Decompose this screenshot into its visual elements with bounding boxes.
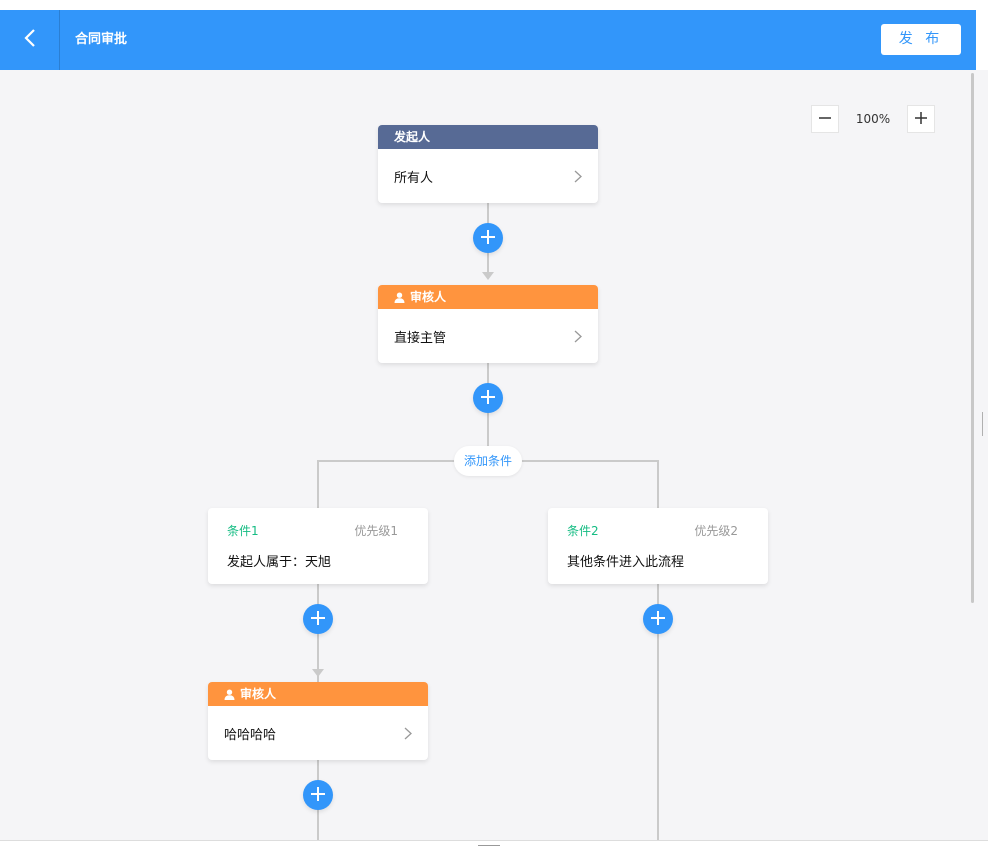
approver-node-content: 哈哈哈哈 <box>224 727 277 743</box>
plus-icon <box>311 786 325 805</box>
plus-icon <box>651 610 665 629</box>
header-bar: 合同审批 发 布 <box>0 10 976 70</box>
add-node-button[interactable] <box>303 780 333 810</box>
plus-icon <box>481 389 495 408</box>
chevron-right-icon <box>574 330 582 343</box>
chevron-left-icon <box>23 28 37 52</box>
minus-icon <box>818 110 832 129</box>
chevron-right-icon <box>574 170 582 183</box>
arrow-down-icon <box>482 272 494 280</box>
plus-icon <box>914 110 928 129</box>
user-icon <box>224 689 235 700</box>
condition-title: 条件2 <box>567 524 599 538</box>
add-condition-button[interactable]: 添加条件 <box>454 446 522 476</box>
vertical-scrollbar-track[interactable] <box>976 70 988 840</box>
zoom-level: 100% <box>855 112 891 126</box>
approver-node-header: 审核人 <box>410 290 447 304</box>
resize-handle[interactable] <box>982 412 988 436</box>
approver-node-header: 审核人 <box>240 687 277 701</box>
add-node-button[interactable] <box>473 223 503 253</box>
add-node-button[interactable] <box>473 383 503 413</box>
publish-button[interactable]: 发 布 <box>881 24 961 55</box>
start-node[interactable]: 发起人 所有人 <box>378 125 598 203</box>
condition-priority: 优先级1 <box>354 524 398 538</box>
branch-line-right <box>657 460 659 840</box>
add-node-button[interactable] <box>303 604 333 634</box>
flow-canvas: 100% 发起人 所有人 审核人 <box>0 70 976 840</box>
plus-icon <box>311 610 325 629</box>
zoom-in-button[interactable] <box>907 105 935 133</box>
approver-node[interactable]: 审核人 哈哈哈哈 <box>208 682 428 760</box>
bottom-resize-handle[interactable] <box>478 845 500 849</box>
condition-content: 其他条件进入此流程 <box>567 555 685 570</box>
vertical-scrollbar-thumb[interactable] <box>971 73 974 603</box>
window-top-strip <box>0 0 988 10</box>
arrow-down-icon <box>312 669 324 677</box>
condition-content: 发起人属于：天旭 <box>227 555 332 570</box>
condition-node[interactable]: 条件2 优先级2 其他条件进入此流程 <box>548 508 768 584</box>
back-button[interactable] <box>0 10 60 70</box>
approver-node[interactable]: 审核人 直接主管 <box>378 285 598 363</box>
page-title: 合同审批 <box>75 32 128 47</box>
bottom-bar <box>0 840 988 849</box>
zoom-out-button[interactable] <box>811 105 839 133</box>
start-node-content: 所有人 <box>394 170 434 186</box>
condition-node[interactable]: 条件1 优先级1 发起人属于：天旭 <box>208 508 428 584</box>
condition-priority: 优先级2 <box>694 524 738 538</box>
add-node-button[interactable] <box>643 604 673 634</box>
plus-icon <box>481 229 495 248</box>
chevron-right-icon <box>404 727 412 740</box>
condition-title: 条件1 <box>227 524 259 538</box>
approver-node-content: 直接主管 <box>394 330 447 346</box>
branch-line-left <box>317 460 319 840</box>
user-icon <box>394 292 405 303</box>
start-node-header: 发起人 <box>378 125 598 149</box>
